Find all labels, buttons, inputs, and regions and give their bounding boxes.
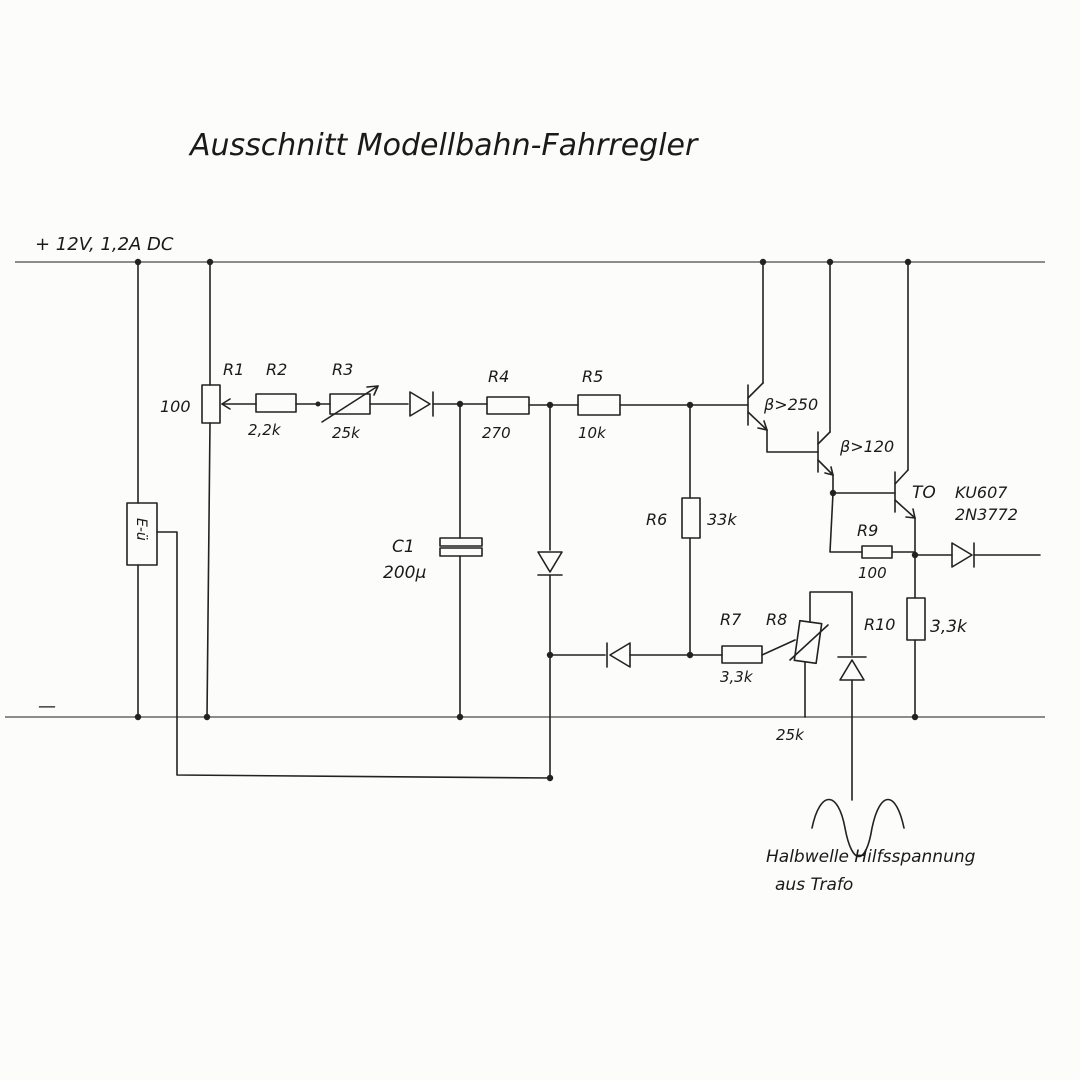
t3-type2: 2N3772 (955, 505, 1018, 524)
half-wave-symbol (811, 798, 905, 858)
resistor-r9: R9 100 (829, 492, 916, 582)
ground-label: — (38, 696, 56, 717)
transistor-t3: TO KU607 2N3772 (894, 261, 1018, 599)
r3-value: 25k (332, 424, 361, 442)
resistor-r4: R4 270 (482, 367, 579, 442)
capacitor-c1: C1 200µ (383, 403, 483, 718)
resistor-r2: R2 2,2k (248, 360, 331, 439)
r9-value: 100 (858, 564, 887, 582)
variable-resistor-r3: R3 25k (321, 360, 409, 442)
relay-label: E-ü (133, 518, 149, 541)
c1-value: 200µ (383, 563, 426, 583)
r6-value: 33k (707, 510, 737, 529)
t3-package: TO (912, 483, 936, 503)
t1-gain: β>250 (763, 395, 818, 414)
resistor-r6: R6 33k (646, 404, 737, 656)
diode-d3 (552, 642, 723, 668)
r2-name: R2 (266, 360, 287, 379)
t2-gain: β>120 (839, 437, 894, 456)
aux-diode (837, 656, 867, 801)
r4-value: 270 (482, 424, 511, 442)
potentiometer-r1: R1 100 (160, 261, 257, 718)
r5-name: R5 (582, 367, 603, 386)
r8-name: R8 (766, 610, 787, 629)
r4-name: R4 (488, 367, 509, 386)
supply-label: + 12V, 1,2A DC (35, 234, 174, 255)
r5-value: 10k (578, 424, 607, 442)
relay-e-u: E-ü (126, 261, 551, 779)
r1-name: R1 (223, 360, 244, 379)
aux-note-line2: aus Trafo (775, 875, 853, 895)
potentiometer-r8: R8 25k (766, 591, 853, 744)
resistor-r7: R7 3,3k (720, 610, 796, 686)
resistor-r10: R10 3,3k (864, 597, 968, 718)
t3-type1: KU607 (955, 483, 1008, 502)
r6-name: R6 (646, 510, 667, 529)
diode-d1 (409, 391, 488, 417)
resistor-r5: R5 10k (577, 367, 749, 442)
r9-name: R9 (857, 521, 878, 540)
r8-value: 25k (776, 726, 805, 744)
c1-name: C1 (392, 537, 415, 557)
r7-name: R7 (720, 610, 742, 629)
transistor-t1: β>250 (747, 261, 819, 453)
r3-name: R3 (332, 360, 353, 379)
transistor-t2: β>120 (817, 261, 896, 494)
junction-dots (134, 258, 919, 782)
r1-value: 100 (160, 397, 191, 416)
r2-value: 2,2k (248, 421, 282, 439)
diagram-title: Ausschnitt Modellbahn-Fahrregler (188, 128, 699, 163)
r7-value: 3,3k (720, 668, 754, 686)
diode-d2 (537, 404, 563, 779)
r10-name: R10 (864, 615, 895, 634)
output-diode (914, 542, 1041, 568)
r10-value: 3,3k (930, 617, 968, 637)
aux-note-line1: Halbwelle Hilfsspannung (766, 847, 976, 867)
